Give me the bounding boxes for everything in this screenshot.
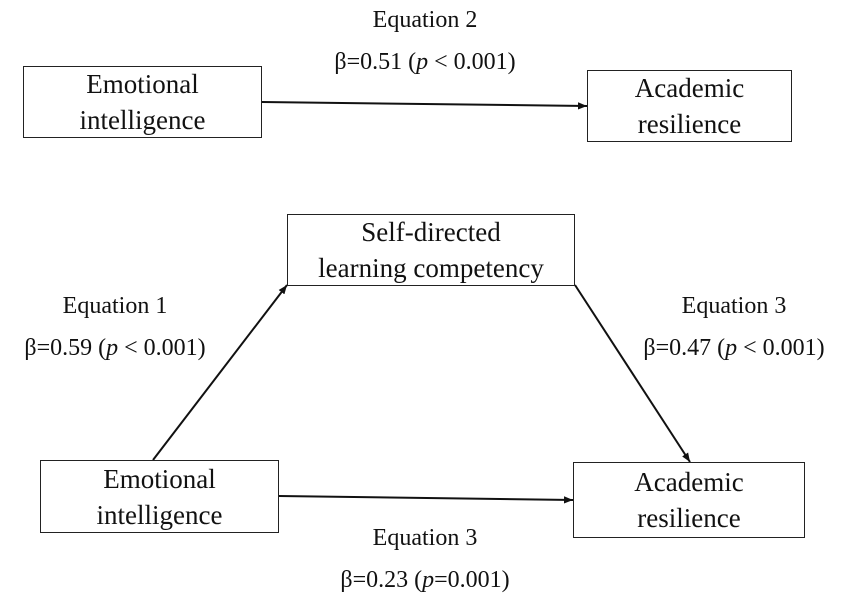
top-path-label: Equation 2 β=0.51 (p < 0.001) bbox=[300, 6, 550, 76]
top-outcome-line2: resilience bbox=[637, 109, 742, 139]
arrow-path-c-prime bbox=[278, 495, 574, 504]
bottom-outcome-line1: Academic bbox=[634, 467, 744, 497]
bottom-predictor-box: Emotional intelligence bbox=[40, 460, 279, 533]
top-predictor-box: Emotional intelligence bbox=[23, 66, 262, 138]
path-c-prime-beta: β=0.23 (p=0.001) bbox=[340, 567, 510, 593]
path-b-label: Equation 3 β=0.47 (p < 0.001) bbox=[620, 292, 848, 362]
mediator-line2: learning competency bbox=[318, 253, 544, 283]
mediator-line1: Self-directed bbox=[361, 217, 501, 247]
path-b-equation: Equation 3 bbox=[681, 293, 787, 319]
arrow-path-b bbox=[574, 284, 691, 463]
top-path-equation: Equation 2 bbox=[372, 7, 478, 33]
mediator-box: Self-directed learning competency bbox=[287, 214, 575, 286]
arrow-top-direct bbox=[261, 101, 588, 110]
top-outcome-box: Academic resilience bbox=[587, 70, 792, 142]
bottom-predictor-line1: Emotional bbox=[103, 463, 216, 494]
top-path-beta: β=0.51 (p < 0.001) bbox=[334, 49, 516, 75]
top-predictor-line2: intelligence bbox=[79, 105, 206, 135]
bottom-outcome-box: Academic resilience bbox=[573, 462, 805, 538]
top-predictor-line1: Emotional bbox=[86, 69, 199, 99]
arrow-path-a bbox=[152, 284, 288, 461]
path-c-prime-equation: Equation 3 bbox=[372, 525, 478, 551]
path-c-prime-label: Equation 3 β=0.23 (p=0.001) bbox=[305, 524, 545, 594]
bottom-outcome-line2: resilience bbox=[637, 503, 741, 533]
path-b-beta: β=0.47 (p < 0.001) bbox=[643, 335, 825, 361]
path-a-equation: Equation 1 bbox=[62, 293, 168, 319]
bottom-predictor-line2: intelligence bbox=[96, 499, 223, 530]
top-outcome-line1: Academic bbox=[634, 73, 745, 103]
path-a-beta: β=0.59 (p < 0.001) bbox=[24, 335, 206, 361]
path-a-label: Equation 1 β=0.59 (p < 0.001) bbox=[2, 292, 228, 362]
